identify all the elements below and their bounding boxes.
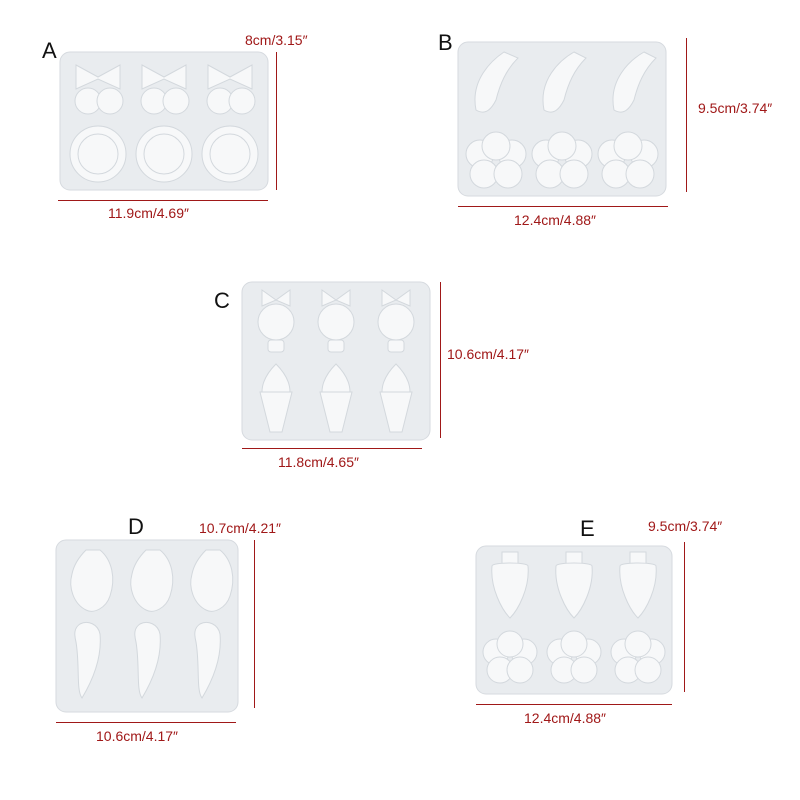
silicone-mold-image bbox=[241, 281, 431, 441]
silicone-mold-image bbox=[475, 545, 673, 695]
panel-letter: B bbox=[438, 30, 453, 55]
panel-letter: C bbox=[214, 288, 230, 313]
width-dimension-line bbox=[56, 722, 236, 723]
height-dimension-line bbox=[254, 540, 255, 708]
height-dimension-label: 10.6cm/4.17″ bbox=[447, 346, 530, 362]
width-dimension-line bbox=[476, 704, 672, 705]
panel-letter: A bbox=[42, 38, 57, 63]
height-dimension-label: 10.7cm/4.21″ bbox=[199, 520, 282, 536]
width-dimension-label: 12.4cm/4.88″ bbox=[524, 710, 607, 726]
width-dimension-label: 10.6cm/4.17″ bbox=[96, 728, 179, 744]
silicone-mold-image bbox=[59, 51, 269, 191]
silicone-mold-image bbox=[457, 41, 667, 197]
height-dimension-line bbox=[684, 542, 685, 692]
height-dimension-label: 8cm/3.15″ bbox=[245, 32, 308, 48]
width-dimension-label: 12.4cm/4.88″ bbox=[514, 212, 597, 228]
height-dimension-line bbox=[276, 52, 277, 190]
height-dimension-label: 9.5cm/3.74″ bbox=[648, 518, 723, 534]
height-dimension-line bbox=[686, 38, 687, 192]
height-dimension-label: 9.5cm/3.74″ bbox=[698, 100, 773, 116]
silicone-mold-image bbox=[55, 539, 239, 713]
width-dimension-line bbox=[458, 206, 668, 207]
width-dimension-line bbox=[242, 448, 422, 449]
width-dimension-line bbox=[58, 200, 268, 201]
width-dimension-label: 11.8cm/4.65″ bbox=[278, 454, 359, 470]
height-dimension-line bbox=[440, 282, 441, 438]
panel-letter: D bbox=[128, 514, 144, 539]
panel-letter: E bbox=[580, 516, 595, 541]
width-dimension-label: 11.9cm/4.69″ bbox=[108, 205, 189, 221]
